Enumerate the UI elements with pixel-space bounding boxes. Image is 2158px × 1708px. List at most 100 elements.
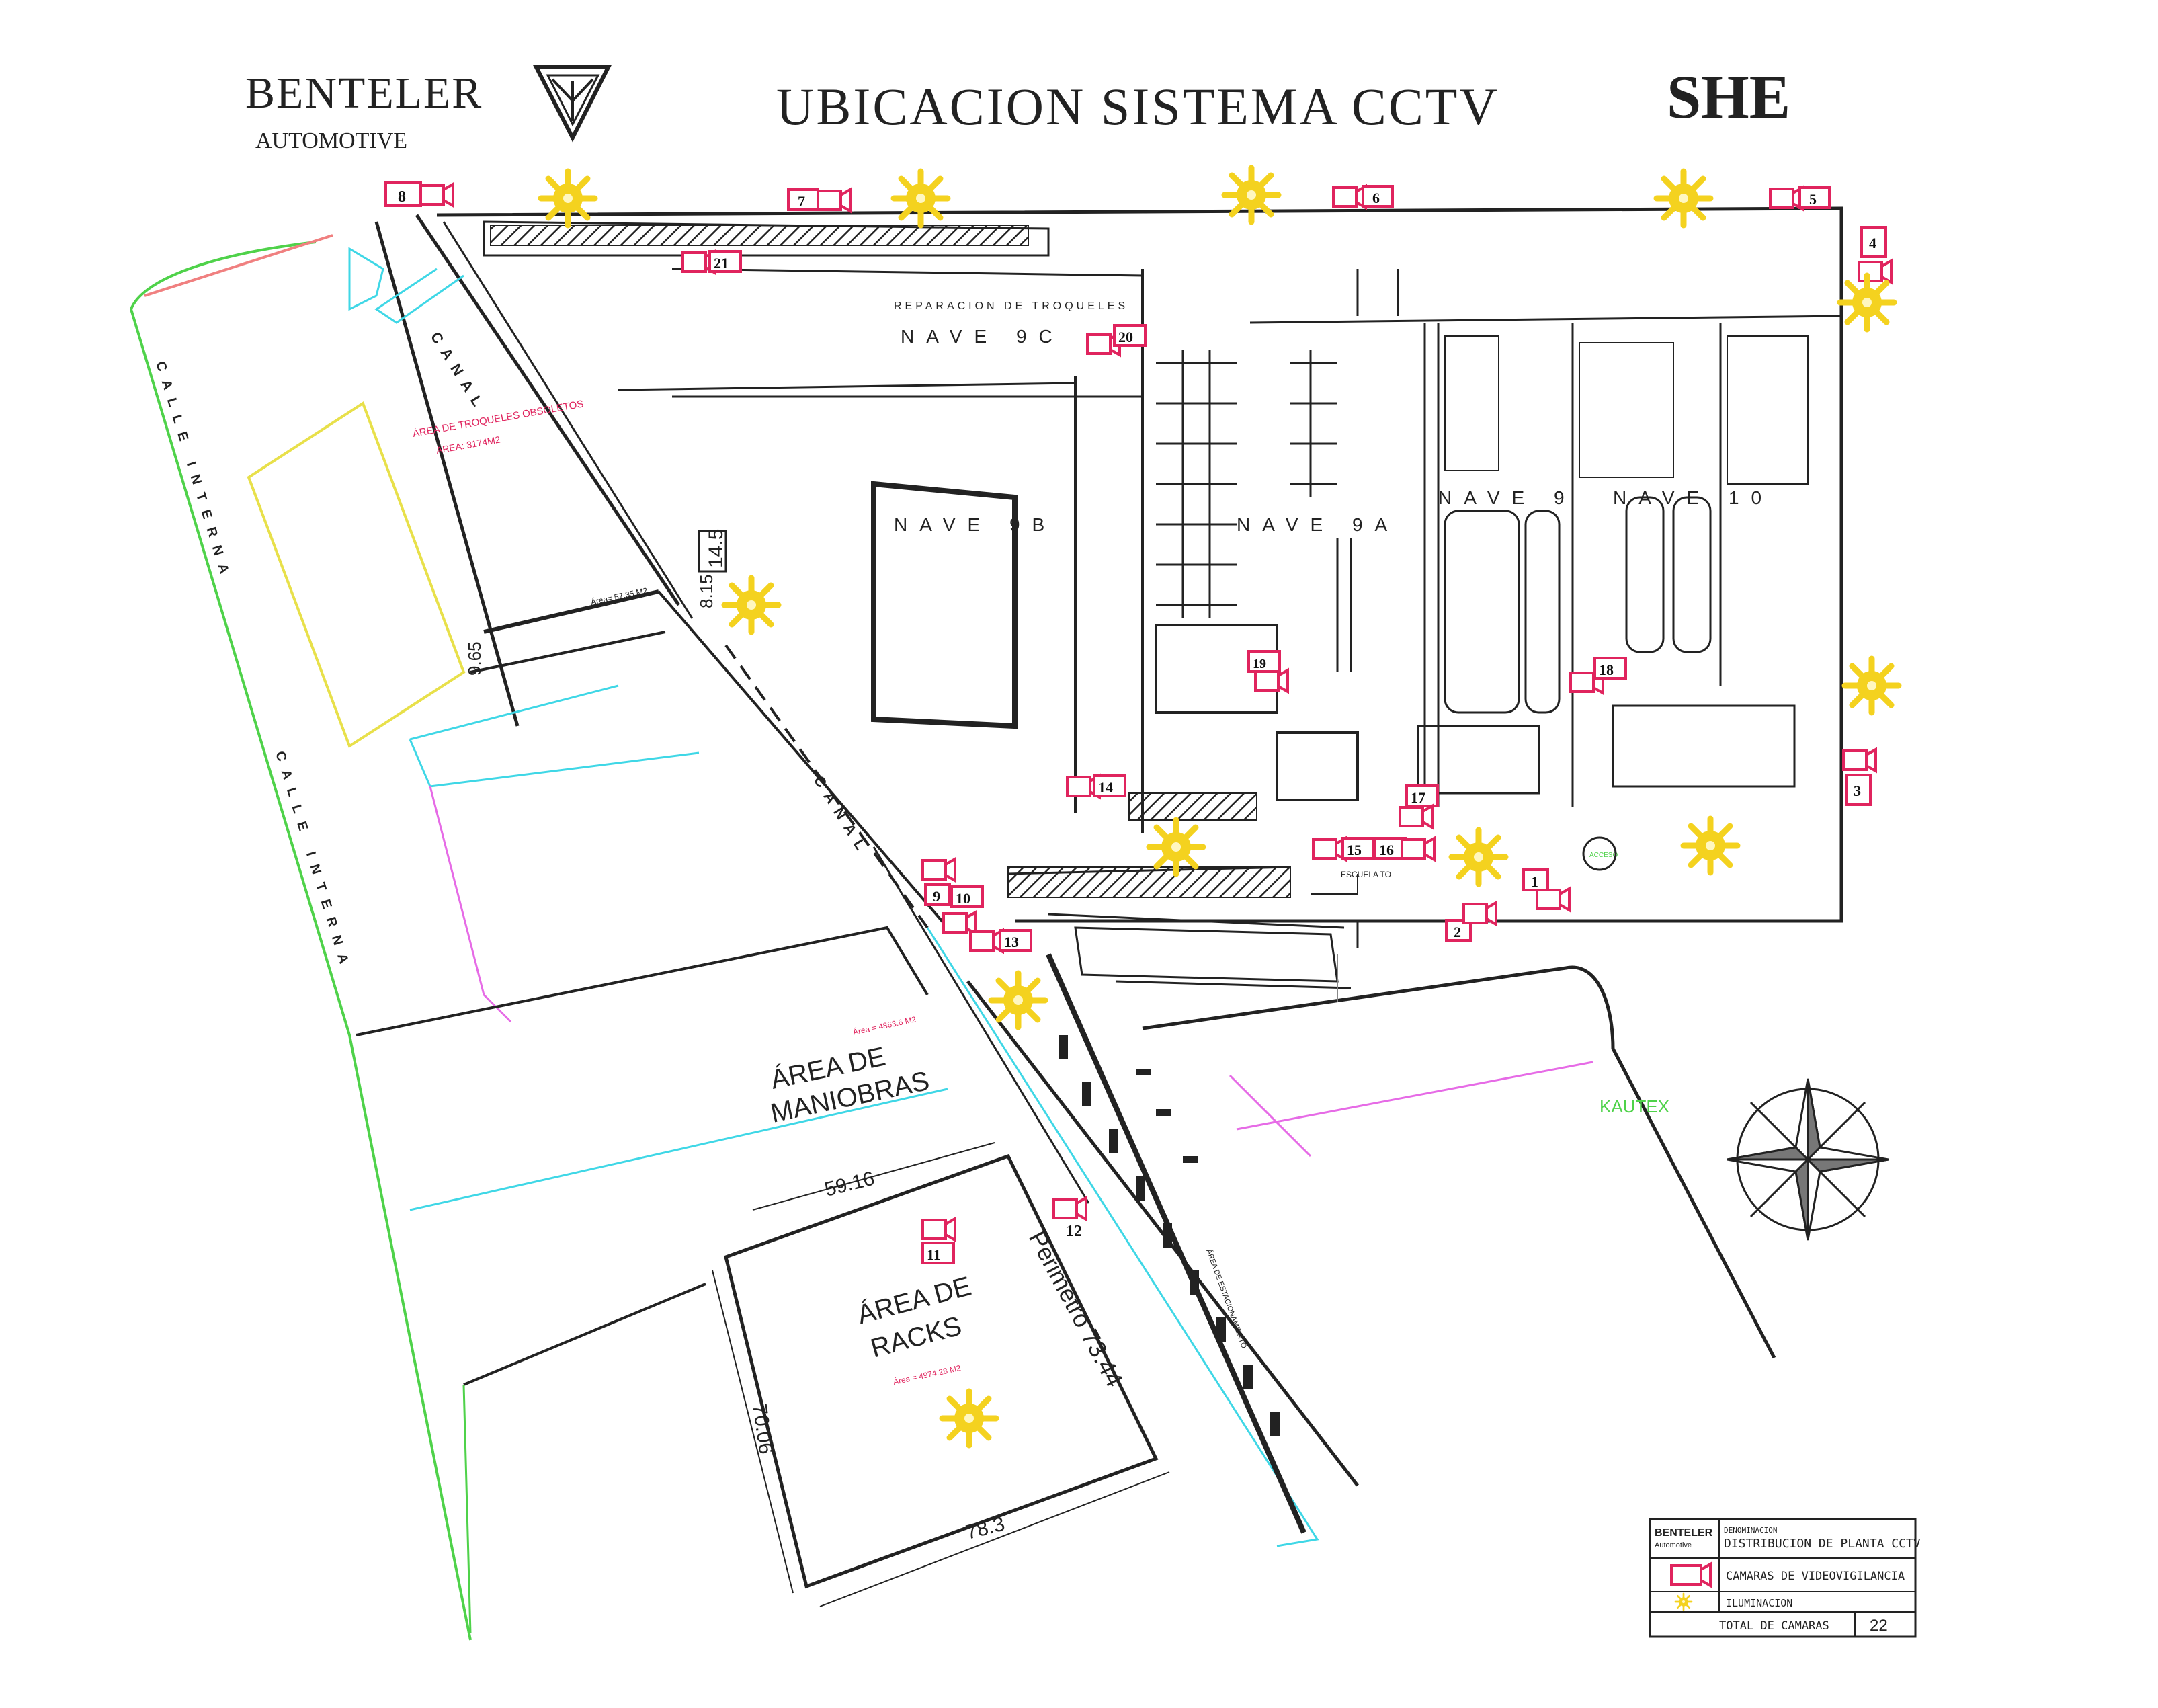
svg-text:12: 12 bbox=[1066, 1223, 1082, 1240]
compass-rose-icon bbox=[1727, 1078, 1889, 1241]
kautex-zone: KAUTEX bbox=[1337, 954, 1669, 1116]
svg-text:17: 17 bbox=[1411, 789, 1425, 806]
camera-7[interactable]: 7 bbox=[787, 188, 852, 212]
parking bbox=[1048, 913, 1352, 989]
light-icon bbox=[724, 578, 778, 632]
camera-3[interactable]: 3 bbox=[1842, 748, 1877, 806]
nave-10: NAVE 10 bbox=[1613, 487, 1774, 508]
legend: BENTELER Automotive DENOMINACION DISTRIB… bbox=[1649, 1518, 1921, 1638]
camera-icon bbox=[1401, 837, 1436, 861]
camera-icon bbox=[1462, 901, 1497, 926]
svg-text:9: 9 bbox=[933, 888, 940, 905]
camera-icon bbox=[1842, 748, 1877, 772]
svg-text:1: 1 bbox=[1531, 873, 1538, 890]
svg-text:3: 3 bbox=[1854, 782, 1861, 799]
perimetro-label: Perimetro 73.44 bbox=[1024, 1227, 1128, 1391]
camera-icon bbox=[1052, 1196, 1087, 1221]
camera-9[interactable]: 9 bbox=[921, 858, 956, 906]
light-icon bbox=[1657, 171, 1710, 225]
brand-name: BENTELER bbox=[245, 69, 483, 118]
camera-12[interactable]: 12 bbox=[1052, 1196, 1087, 1240]
site-code: SHE bbox=[1667, 63, 1790, 131]
camera-17[interactable]: 17 bbox=[1399, 784, 1439, 829]
svg-text:5: 5 bbox=[1809, 191, 1817, 208]
camera-5[interactable]: 5 bbox=[1769, 186, 1831, 210]
light-icon bbox=[991, 973, 1045, 1027]
escuela-label: ESCUELA TO bbox=[1341, 870, 1391, 879]
svg-text:19: 19 bbox=[1253, 657, 1266, 672]
calle-interna-1: CALLE INTERNA bbox=[153, 360, 234, 585]
svg-text:7: 7 bbox=[798, 193, 805, 210]
acceso-label: ACCESO bbox=[1589, 852, 1618, 859]
camera-icon bbox=[1670, 1561, 1712, 1588]
nave-9: NAVE 9 bbox=[1438, 487, 1577, 508]
site-boundaries bbox=[129, 214, 1776, 1641]
camera-11[interactable]: 11 bbox=[921, 1217, 956, 1264]
svg-text:4: 4 bbox=[1869, 235, 1876, 251]
camera-icon bbox=[1254, 669, 1289, 693]
header: BENTELER AUTOMOTIVE UBICACION SISTEMA CC… bbox=[245, 63, 1790, 153]
map-labels: CALLE INTERNA CALLE INTERNA CANAL CANAL … bbox=[153, 300, 1774, 1391]
legend-lighting-label: ILUMINACION bbox=[1726, 1597, 1792, 1609]
machinery bbox=[1156, 269, 1399, 672]
camera-19[interactable]: 19 bbox=[1247, 650, 1289, 693]
camera-21[interactable]: 21 bbox=[681, 250, 742, 274]
svg-text:8: 8 bbox=[398, 188, 406, 206]
light-icon bbox=[541, 171, 595, 225]
svg-text:6: 6 bbox=[1372, 190, 1380, 206]
light-icon bbox=[1840, 276, 1894, 329]
legend-brand-sub: Automotive bbox=[1655, 1541, 1692, 1549]
light-icon bbox=[1225, 168, 1278, 222]
svg-text:2: 2 bbox=[1454, 924, 1461, 940]
dim-8-15: 8.15 bbox=[696, 574, 716, 608]
dim-78-3: 78.3 bbox=[964, 1513, 1007, 1544]
legend-title: DISTRIBUCION DE PLANTA CCTV bbox=[1724, 1537, 1921, 1551]
camera-8[interactable]: 8 bbox=[384, 181, 454, 207]
camera-18[interactable]: 18 bbox=[1569, 657, 1627, 694]
camera-icon bbox=[1332, 185, 1367, 209]
camera-4[interactable]: 4 bbox=[1858, 226, 1893, 284]
camera-icon bbox=[419, 183, 454, 207]
camera-icon bbox=[921, 1217, 956, 1242]
svg-text:16: 16 bbox=[1379, 842, 1394, 858]
legend-total-value: 22 bbox=[1870, 1617, 1888, 1635]
legend-denominacion: DENOMINACION bbox=[1724, 1526, 1777, 1535]
camera-1[interactable]: 1 bbox=[1522, 868, 1571, 911]
light-icon bbox=[1845, 659, 1899, 713]
svg-text:14: 14 bbox=[1098, 779, 1113, 796]
light-icon bbox=[1452, 830, 1505, 884]
camera-10[interactable]: 10 bbox=[942, 885, 984, 935]
legend-total-label: TOTAL DE CAMARAS bbox=[1719, 1619, 1829, 1633]
camera-15[interactable]: 15 bbox=[1312, 837, 1375, 861]
troqueles-area: AREA: 3174M2 bbox=[435, 434, 501, 456]
page-title: UBICACION SISTEMA CCTV bbox=[776, 77, 1499, 136]
nave-9b: NAVE 9B bbox=[894, 514, 1056, 535]
almacen-area: Área= 57.35 M2 bbox=[590, 585, 649, 607]
cameras: 8 7 6 5 4 3 2 bbox=[384, 181, 1893, 1264]
camera-13[interactable]: 13 bbox=[969, 929, 1032, 953]
camera-14[interactable]: 14 bbox=[1066, 774, 1126, 799]
camera-20[interactable]: 20 bbox=[1086, 324, 1147, 356]
estacionamiento-label: ÁREA DE ESTACIONAMIENTO bbox=[1204, 1248, 1249, 1350]
reparacion-label: REPARACION DE TROQUELES bbox=[894, 300, 1128, 312]
kautex-label: KAUTEX bbox=[1600, 1096, 1669, 1116]
camera-6[interactable]: 6 bbox=[1332, 185, 1394, 209]
legend-brand: BENTELER bbox=[1655, 1527, 1713, 1539]
camera-icon bbox=[1858, 259, 1893, 284]
camera-2[interactable]: 2 bbox=[1445, 901, 1497, 942]
calle-interna-2: CALLE INTERNA bbox=[272, 749, 354, 975]
svg-text:15: 15 bbox=[1347, 842, 1362, 858]
dim-14-5: 14.5 bbox=[705, 529, 727, 568]
parking-band bbox=[1059, 1035, 1280, 1436]
nave-9a: NAVE 9A bbox=[1237, 514, 1399, 535]
racks-area: Área = 4974.28 M2 bbox=[893, 1363, 962, 1387]
main-building bbox=[436, 206, 1843, 948]
legend-cameras-label: CAMARAS DE VIDEOVIGILANCIA bbox=[1726, 1570, 1905, 1583]
acceso-marker bbox=[1582, 836, 1617, 871]
camera-icon bbox=[1769, 186, 1804, 210]
troqueles-label: ÁREA DE TROQUELES OBSOLETOS bbox=[412, 398, 585, 440]
light-icon bbox=[894, 171, 948, 225]
camera-16[interactable]: 16 bbox=[1374, 837, 1436, 861]
camera-icon bbox=[1399, 805, 1434, 829]
